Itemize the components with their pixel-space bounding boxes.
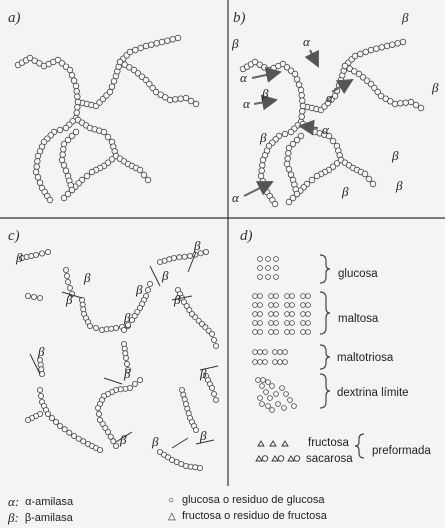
beta-label: β [199, 366, 207, 381]
beta-labels-c: β β β β β β β β β β β β β β [15, 238, 207, 449]
label-glucosa: glucosa [338, 268, 378, 280]
beta-label: β [401, 10, 409, 25]
beta-labels-b: β β β β β β β β [231, 10, 439, 199]
beta-label: β [119, 432, 127, 447]
beta-label: β [151, 434, 159, 449]
alpha-label: α [322, 122, 330, 137]
panel-label-d: d) [240, 228, 253, 244]
beta-label: β [231, 36, 239, 51]
starch-digestion-diagram: a) b) c) d) α α α α α α β β β β β β β β [0, 0, 445, 486]
beta-label: β [161, 268, 169, 283]
label-maltotriosa: maltotriosa [337, 352, 394, 364]
beta-label: β [123, 310, 131, 325]
amylopectin-fragments [18, 248, 219, 471]
beta-label: β [65, 292, 73, 307]
beta-label: β [341, 184, 349, 199]
beta-label: β [173, 292, 181, 307]
alpha-label: α [326, 90, 334, 105]
beta-label: β [83, 270, 91, 285]
label-sacarosa: sacarosa [306, 453, 353, 465]
beta-label: β [391, 148, 399, 163]
legend-fructose: △ fructosa o residuo de fructosa [168, 510, 327, 522]
cut-marks-c [29, 251, 219, 449]
amylopectin-intact [14, 34, 200, 204]
fructose-symbols [257, 440, 289, 447]
glucose-circle-icon: ○ [168, 494, 175, 506]
amylopectin-enzyme-sites [239, 38, 425, 208]
sucrose-symbols [255, 455, 301, 462]
maltose-cluster [252, 293, 311, 335]
legend-alpha-symbol: α: [8, 494, 20, 509]
beta-label: β [259, 130, 267, 145]
panel-label-a: a) [8, 10, 21, 26]
glucose-cluster [257, 256, 279, 280]
beta-label: β [193, 238, 201, 253]
beta-label: β [37, 344, 45, 359]
legend-fructose-text: fructosa o residuo de fructosa [182, 510, 327, 522]
alpha-label: α [303, 34, 311, 49]
label-preformada: preformada [372, 445, 431, 457]
label-maltosa: maltosa [338, 313, 379, 325]
beta-label: β [395, 178, 403, 193]
legend-alpha-text: α-amilasa [25, 496, 74, 508]
legend-alpha: α: α-amilasa [8, 494, 73, 510]
label-dextrina: dextrina límite [337, 387, 409, 399]
alpha-label: α [243, 96, 251, 111]
panel-label-c: c) [8, 228, 20, 244]
legend-glucose: ○ glucosa o residuo de glucosa [168, 494, 324, 506]
legend-glucose-text: glucosa o residuo de glucosa [182, 494, 325, 506]
alpha-label: α [232, 190, 240, 205]
beta-label: β [261, 86, 269, 101]
alpha-labels-b: α α α α α α [232, 34, 334, 205]
braces [319, 254, 365, 459]
legend-beta: β: β-amilasa [8, 510, 73, 526]
legend: α: α-amilasa β: β-amilasa ○ glucosa o re… [0, 486, 445, 528]
legend-beta-symbol: β: [8, 510, 19, 525]
beta-label: β [123, 366, 131, 381]
beta-label: β [15, 250, 23, 265]
alpha-arrows-b [243, 49, 354, 197]
beta-label: β [199, 428, 207, 443]
panel-label-b: b) [233, 10, 246, 26]
alpha-label: α [240, 70, 248, 85]
legend-beta-text: β-amilasa [24, 512, 73, 524]
fructose-triangle-icon: △ [168, 510, 176, 522]
label-fructosa: fructosa [308, 437, 350, 449]
beta-label: β [135, 282, 143, 297]
limit-dextrin-cluster [255, 377, 297, 413]
maltotriose-cluster [252, 349, 288, 365]
beta-label: β [431, 80, 439, 95]
